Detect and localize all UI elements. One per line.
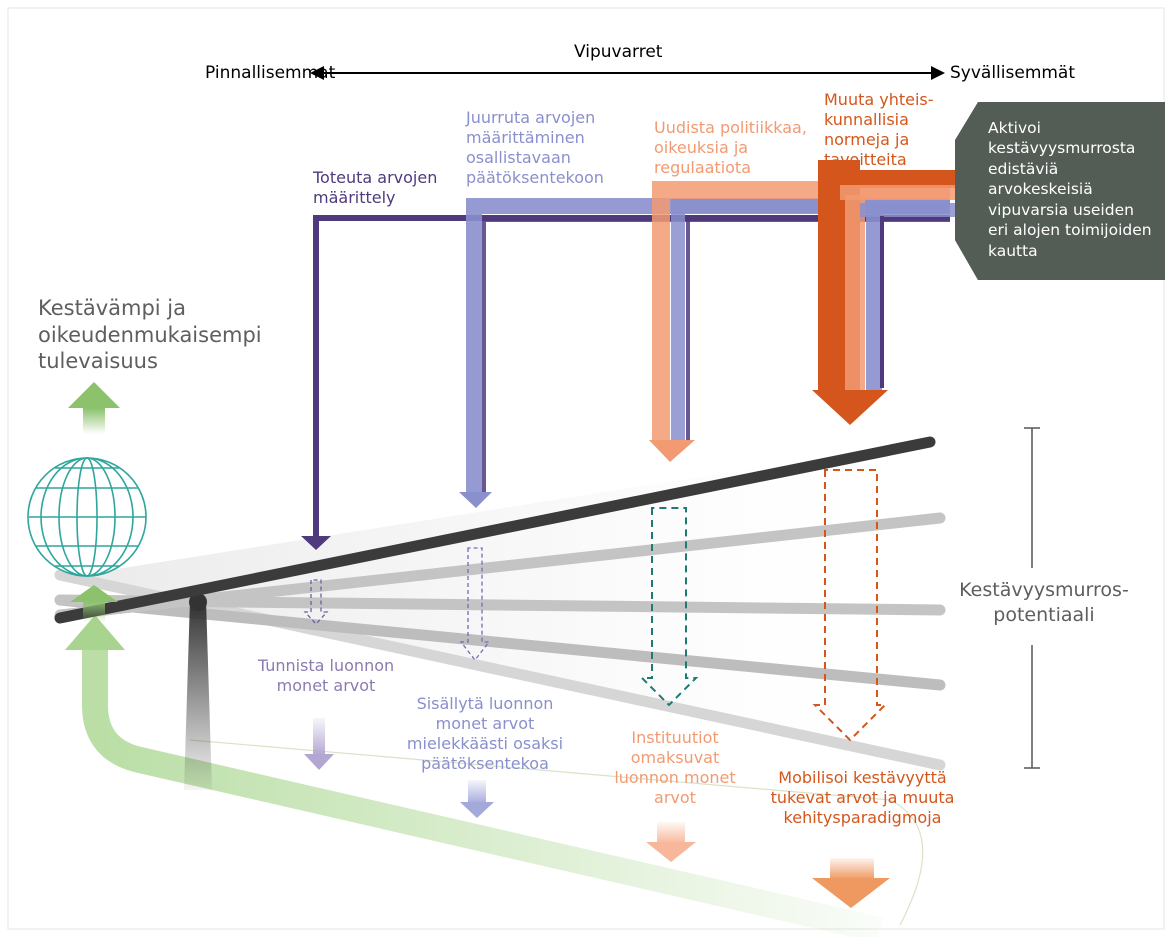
lever-route-4: [812, 160, 956, 425]
green-up-arrow-mid: [70, 585, 118, 622]
green-trail-outline: [189, 739, 924, 926]
future-label: Kestävämpi ja oikeudenmukaisempi tulevai…: [38, 296, 262, 374]
faded-arrow-2: [460, 780, 494, 818]
lever-4-label: Muuta yhteis-kunnallisia normeja ja tavo…: [824, 90, 934, 169]
lever-route-1-arrowhead: [301, 536, 331, 550]
lever-line-mid-high: [54, 512, 946, 621]
outcome-3-label: Instituutiot omaksuvat luonnon monet arv…: [614, 728, 736, 807]
lever-3-label: Uudista politiikkaa, oikeuksia ja regula…: [654, 118, 807, 177]
frame: [7, 7, 1165, 930]
faded-arrow-1: [304, 718, 334, 770]
green-trail-arrowhead: [65, 615, 125, 650]
dashed-arrow-3: [639, 507, 699, 707]
scale-right-label: Syvällisemmät: [950, 63, 1076, 83]
green-trail: [82, 648, 883, 937]
outcome-1-label: Tunnista luonnon monet arvot: [257, 656, 395, 695]
potential-label: Kestävyysmurros-potentiaali: [959, 579, 1129, 626]
fulcrum-icon: [184, 600, 212, 790]
faded-arrow-4: [812, 858, 890, 908]
potential-bracket: [1024, 427, 1040, 769]
outcome-4-label: Mobilisoi kestävyyttä tukevat arvot ja m…: [770, 768, 955, 827]
lever-1-label: Toteuta arvojen määrittely: [313, 168, 438, 207]
depth-scale-arrow: [310, 66, 945, 80]
lever-line-mid-low: [54, 594, 946, 691]
scale-title: Vipuvarret: [574, 42, 663, 62]
dashed-arrow-2: [459, 547, 491, 662]
green-up-arrow-top: [68, 382, 120, 434]
lever-2-label: Juurruta arvojen määrittäminen osallista…: [466, 108, 604, 187]
lever-route-3: [649, 181, 950, 462]
lever-line-top: [54, 436, 936, 624]
scale-left-label: Pinnallisemmat: [205, 63, 336, 83]
callout-text: Aktivoi kestävyysmurrosta edistäviä arvo…: [988, 119, 1152, 260]
globe-icon: [27, 457, 147, 577]
outcome-2-label: Sisällytä luonnon monet arvot mielekkääs…: [406, 694, 564, 773]
faded-arrow-3: [646, 822, 696, 862]
callout-box: [955, 102, 1165, 280]
